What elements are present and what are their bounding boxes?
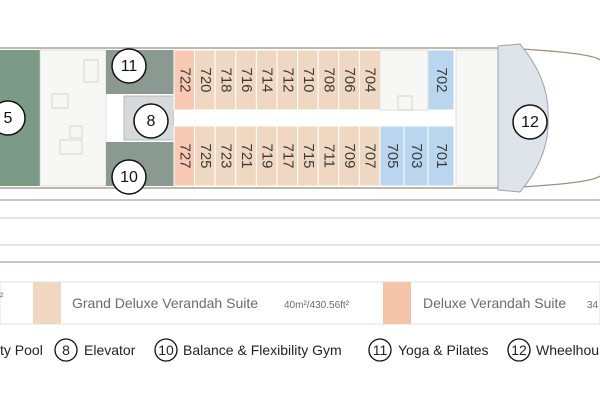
cabin-label-710: 710 bbox=[300, 67, 317, 92]
service-box-2 bbox=[69, 125, 83, 139]
key-row: ty Pool 8 Elevator 10 Balance & Flexibil… bbox=[0, 338, 599, 362]
cabin-label-702: 702 bbox=[433, 67, 450, 92]
service-box-4 bbox=[59, 139, 83, 155]
marker-5-circle bbox=[0, 100, 26, 136]
cabin-label-703: 703 bbox=[408, 143, 425, 168]
stair-box bbox=[397, 95, 413, 111]
cabin-705[interactable] bbox=[379, 125, 405, 187]
marker-11: 11 bbox=[111, 48, 147, 84]
cabin-label-725: 725 bbox=[197, 143, 214, 168]
service-box-3 bbox=[83, 59, 99, 83]
key-10-num: 10 bbox=[158, 342, 174, 358]
key-wheelhouse-label: Wheelhou bbox=[536, 342, 599, 358]
cabin-label-719: 719 bbox=[259, 143, 276, 168]
corridor bbox=[174, 110, 428, 126]
cabin-label-727: 727 bbox=[176, 143, 193, 168]
marker-8: 8 bbox=[133, 103, 169, 139]
legend-deluxe-name: Deluxe Verandah Suite bbox=[423, 295, 566, 311]
service-area bbox=[39, 49, 107, 187]
cabin-label-723: 723 bbox=[218, 143, 235, 168]
marker-10: 10 bbox=[111, 159, 147, 195]
legend-left-size-fragment: ² bbox=[0, 292, 4, 303]
marker-10-label: 10 bbox=[120, 169, 138, 186]
cabin-label-714: 714 bbox=[259, 67, 276, 92]
key-yoga-label: Yoga & Pilates bbox=[398, 342, 489, 358]
legend-deluxe-swatch bbox=[383, 282, 411, 324]
service-details bbox=[51, 59, 99, 155]
marker-10-circle bbox=[111, 159, 147, 195]
service-box-1 bbox=[51, 93, 69, 109]
key-elevator-label: Elevator bbox=[84, 342, 136, 358]
marker-5-label: 5 bbox=[4, 110, 13, 127]
hull bbox=[0, 47, 600, 263]
cabin-702[interactable] bbox=[427, 49, 455, 111]
marker-12-label: 12 bbox=[521, 114, 539, 131]
marker-11-label: 11 bbox=[121, 58, 138, 75]
key-11-circle bbox=[368, 338, 392, 362]
forward-service bbox=[455, 49, 501, 187]
key-8-num: 8 bbox=[62, 342, 70, 358]
cabin-label-715: 715 bbox=[300, 143, 317, 168]
cabin-label-722: 722 bbox=[176, 67, 193, 92]
key-gym-label: Balance & Flexibility Gym bbox=[183, 342, 342, 358]
marker-11-circle bbox=[111, 48, 147, 84]
key-11-num: 11 bbox=[373, 342, 388, 358]
cabin-label-711: 711 bbox=[321, 144, 338, 168]
key-8-circle bbox=[54, 338, 78, 362]
cabin-label-704: 704 bbox=[362, 67, 379, 92]
cabin-701[interactable] bbox=[427, 125, 455, 187]
cabin-label-717: 717 bbox=[279, 143, 296, 168]
marker-8-circle bbox=[133, 103, 169, 139]
cabin-label-721: 721 bbox=[238, 143, 255, 168]
key-12-num: 12 bbox=[511, 342, 527, 358]
cabin-label-716: 716 bbox=[238, 67, 255, 92]
cabin-label-708: 708 bbox=[321, 67, 338, 92]
key-12-circle bbox=[507, 338, 531, 362]
cabin-label-707: 707 bbox=[362, 143, 379, 168]
key-pool-label: ty Pool bbox=[0, 342, 43, 358]
cabin-label-701: 701 bbox=[433, 143, 450, 168]
cabin-label-720: 720 bbox=[197, 67, 214, 92]
legend-grand-name: Grand Deluxe Verandah Suite bbox=[72, 295, 258, 311]
legend-box bbox=[0, 281, 600, 325]
cabin-label-712: 712 bbox=[279, 67, 296, 92]
legend-grand-size: 40m²/430.56ft² bbox=[284, 300, 350, 311]
marker-12-circle bbox=[512, 104, 548, 140]
cabin-label-718: 718 bbox=[218, 67, 235, 92]
legend-grand-swatch bbox=[33, 282, 61, 324]
marker-8-label: 8 bbox=[147, 113, 156, 130]
key-10-circle bbox=[154, 338, 178, 362]
marker-5: 5 bbox=[0, 100, 26, 136]
legend-deluxe-size: 34 bbox=[587, 300, 599, 311]
legend: ² Grand Deluxe Verandah Suite 40m²/430.5… bbox=[0, 281, 600, 325]
cabin-label-709: 709 bbox=[341, 143, 358, 168]
cabin-label-705: 705 bbox=[384, 143, 401, 168]
cabin-label-706: 706 bbox=[341, 67, 358, 92]
marker-12: 12 bbox=[512, 104, 548, 140]
forward-stairs bbox=[379, 49, 429, 111]
